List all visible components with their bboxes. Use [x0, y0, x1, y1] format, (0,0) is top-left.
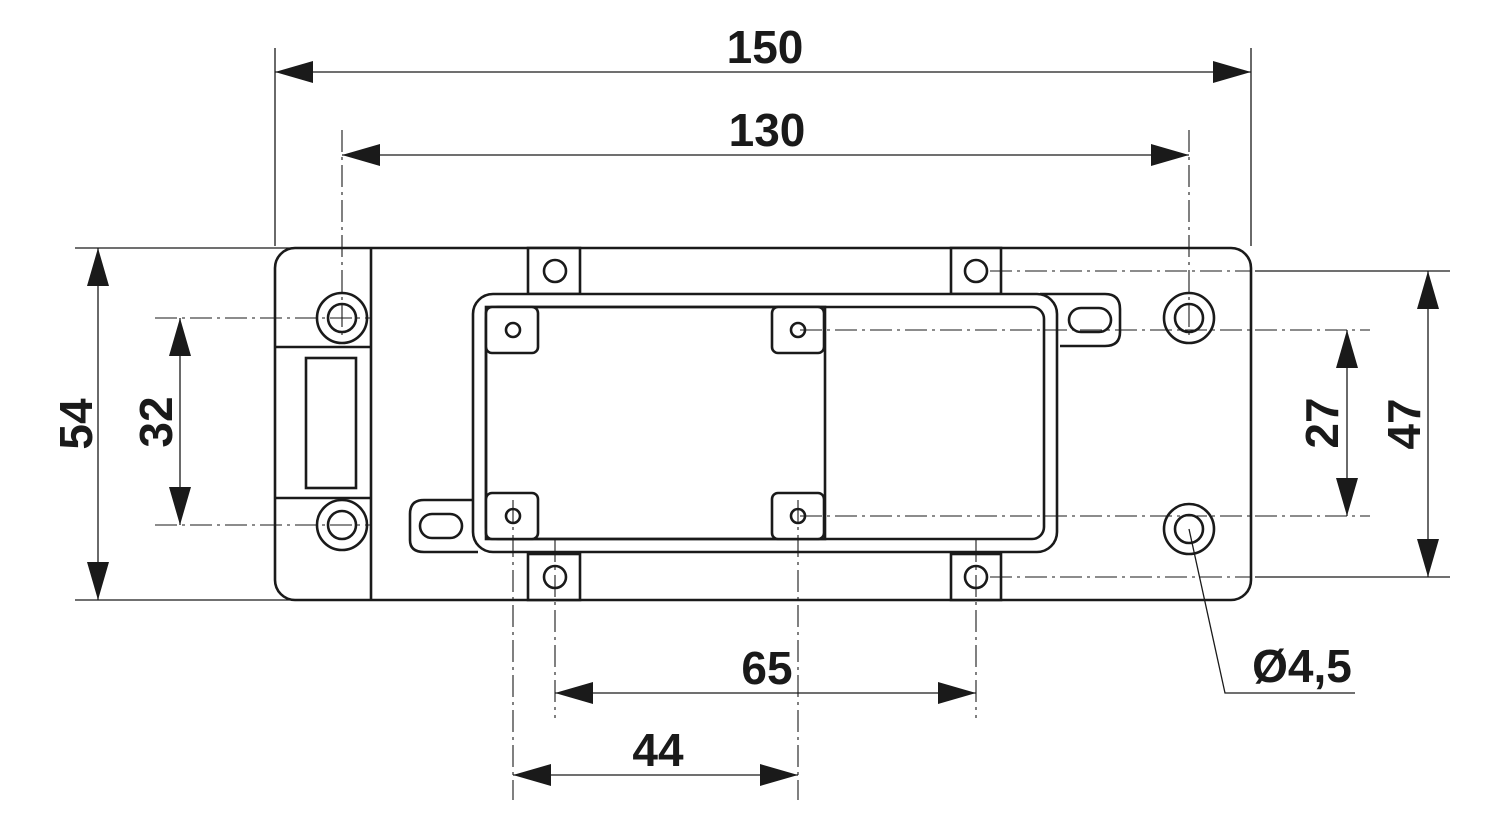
dim-label-47: 47 [1378, 398, 1430, 449]
module-body [484, 305, 827, 541]
housing-outer [471, 292, 1059, 554]
tab-top-left [526, 246, 582, 296]
dim-label-130: 130 [729, 104, 806, 156]
mounting-hole-bottom-right [1162, 502, 1216, 556]
left-slot-window [304, 356, 358, 490]
dim-label-65: 65 [741, 642, 792, 694]
dim-label-44: 44 [632, 724, 684, 776]
lug-left [408, 498, 478, 554]
housing [471, 292, 1059, 554]
dim-label-32: 32 [130, 396, 182, 447]
tab-bottom-left [526, 552, 582, 602]
dimension-labels: 150 130 54 32 27 47 65 44 Ø4,5 [50, 21, 1430, 776]
dimension-lines [87, 61, 1439, 786]
mounting-hole-top-right [1162, 291, 1216, 345]
dim-label-150: 150 [727, 21, 804, 73]
slotted-lugs [408, 292, 1122, 554]
extension-lines [75, 48, 1450, 601]
dim-label-hole-diameter: Ø4,5 [1252, 640, 1352, 692]
center-lines [155, 130, 1370, 800]
dim-label-54: 54 [50, 398, 102, 450]
dim-label-27: 27 [1296, 397, 1348, 448]
right-mounting-holes [1162, 291, 1216, 556]
